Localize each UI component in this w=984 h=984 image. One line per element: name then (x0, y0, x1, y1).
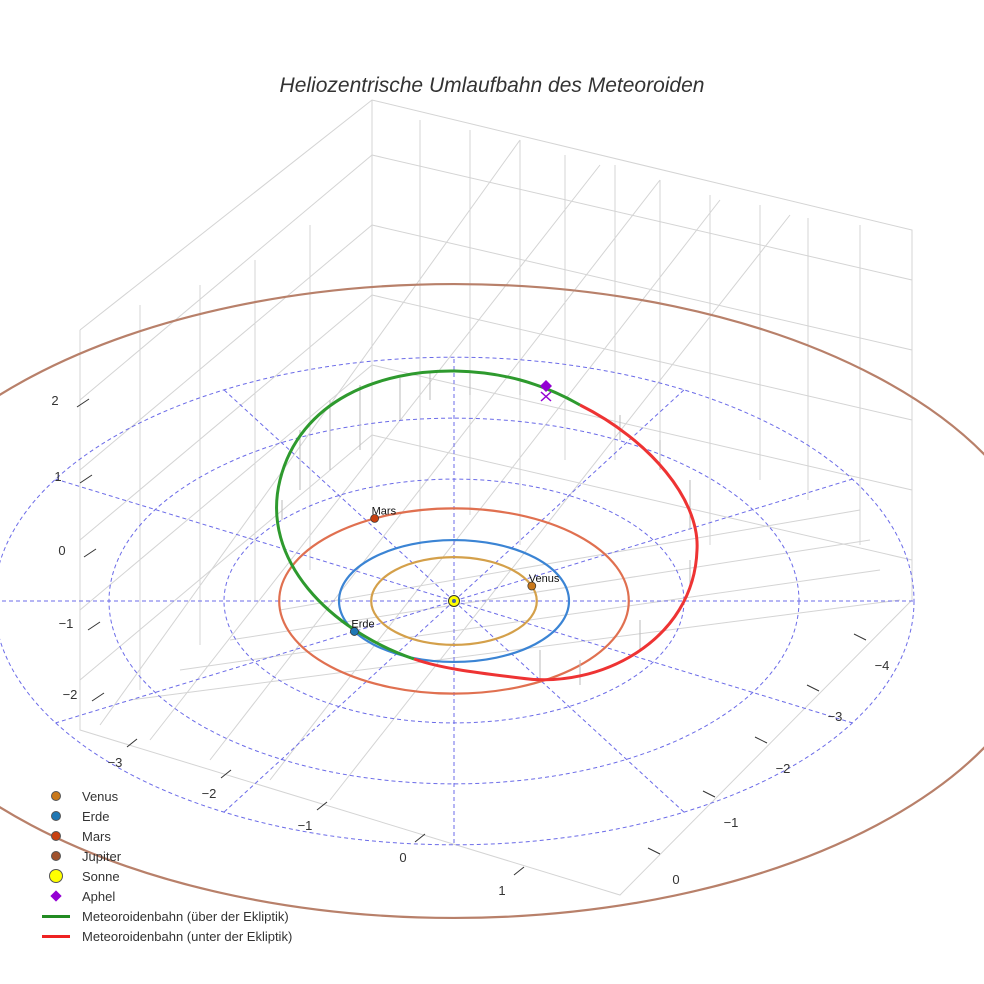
y-tick-label: 0 (672, 872, 679, 887)
planet-marker-erde (350, 627, 359, 636)
y-tick-label: −4 (875, 658, 890, 673)
x-tick-label: −1 (298, 818, 313, 833)
legend-dot-icon (36, 811, 76, 821)
legend-label: Sonne (82, 868, 120, 884)
z-tick-mark (91, 692, 105, 702)
legend-diamond-icon (36, 890, 76, 902)
z-tick-label: 2 (51, 393, 58, 408)
legend-bigdot-icon (36, 869, 76, 883)
x-tick-label: −2 (202, 786, 217, 801)
orbit-erde (337, 538, 571, 664)
planet-label: Erde (351, 618, 374, 630)
aphel-marker (540, 380, 552, 402)
z-tick-label: −2 (63, 687, 78, 702)
z-tick-mark (83, 548, 97, 558)
chart-title: Heliozentrische Umlaufbahn des Meteoroid… (279, 74, 705, 97)
y-tick-mark (702, 790, 716, 798)
meteoroid-orbit-above (275, 369, 581, 661)
legend-item[interactable]: Jupiter (36, 846, 292, 866)
y-tick-mark (853, 633, 867, 641)
y-tick-label: −2 (776, 761, 791, 776)
legend-label: Mars (82, 828, 111, 844)
legend-item[interactable]: Aphel (36, 886, 292, 906)
orbit-mars (278, 507, 630, 695)
grid-circle (0, 356, 915, 846)
z-tick-label: 1 (54, 469, 61, 484)
x-tick-label: −3 (108, 755, 123, 770)
y-tick-mark (754, 736, 768, 744)
x-tick-mark (513, 866, 525, 876)
legend-label: Meteoroidenbahn (über der Ekliptik) (82, 908, 289, 924)
legend-item[interactable]: Mars (36, 826, 292, 846)
legend-line-icon (36, 914, 76, 918)
planet-marker-mars (370, 514, 379, 523)
legend-label: Erde (82, 808, 110, 824)
x-tick-mark (316, 801, 328, 811)
y-tick-label: −3 (828, 709, 843, 724)
z-tick-mark (76, 398, 90, 408)
x-tick-label: 1 (498, 883, 505, 898)
orbit-jupiter (0, 283, 984, 919)
x-tick-mark (414, 833, 426, 843)
grid-spoke (453, 389, 685, 602)
legend-item[interactable]: Erde (36, 806, 292, 826)
orbit-venus (370, 556, 538, 646)
x-tick-mark (126, 738, 138, 748)
legend-label: Jupiter (82, 848, 122, 864)
z-tick-mark (79, 474, 93, 484)
planet-marker-venus (527, 581, 537, 591)
x-tick-label: 0 (399, 850, 406, 865)
axis-ticks: 2 1 0 −1 −2 −3 −2 −1 0 1 −4 −3 −2 −1 0 (51, 393, 889, 898)
z-tick-mark (87, 621, 101, 631)
legend-item[interactable]: Meteoroidenbahn (über der Ekliptik) (36, 906, 292, 926)
legend-label: Aphel (82, 888, 116, 904)
legend-dot-icon (36, 851, 76, 861)
y-tick-mark (647, 847, 661, 855)
legend-item[interactable]: Meteoroidenbahn (unter der Ekliptik) (36, 926, 292, 946)
legend-item[interactable]: Sonne (36, 866, 292, 886)
meteoroid-orbit-below (413, 403, 699, 682)
legend-label: Venus (82, 788, 119, 804)
legend-line-icon (36, 934, 76, 938)
legend-dot-icon (36, 791, 76, 801)
planet-label: Venus (529, 573, 560, 585)
grid-spoke (453, 600, 685, 813)
planet-orbits (0, 283, 984, 919)
z-tick-label: 0 (58, 543, 65, 558)
planet-label: Mars (372, 505, 397, 517)
grid-spoke (223, 389, 455, 602)
legend-dot-icon (36, 831, 76, 841)
sun-marker (448, 595, 460, 607)
x-tick-mark (220, 769, 232, 779)
legend-label: Meteoroidenbahn (unter der Ekliptik) (82, 928, 293, 944)
grid-spoke (223, 600, 455, 813)
y-tick-label: −1 (724, 815, 739, 830)
z-tick-label: −1 (59, 616, 74, 631)
y-tick-mark (806, 684, 820, 692)
legend-item[interactable]: Venus (36, 786, 292, 806)
